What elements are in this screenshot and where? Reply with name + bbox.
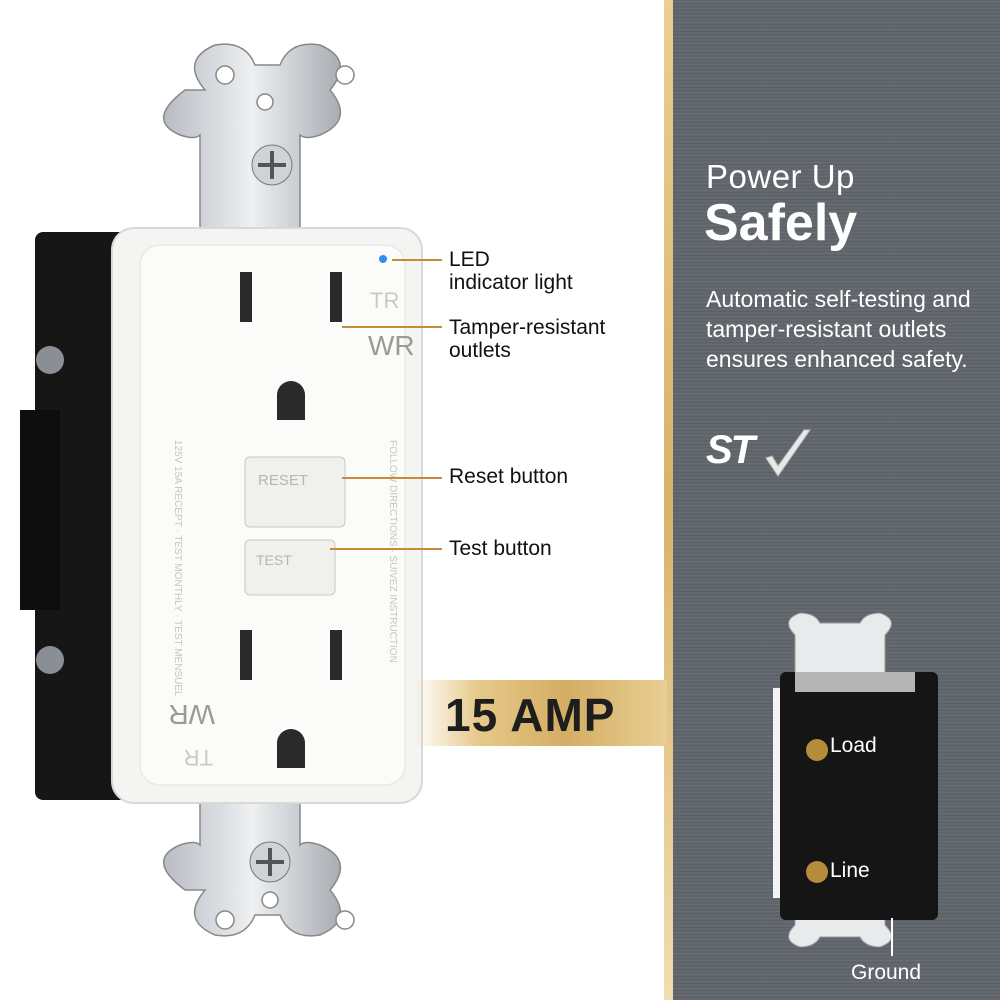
gfci-outlet-image: TR WR WR TR RESET TEST 125V 15A RECEPT ·… — [20, 43, 423, 937]
screw-icon — [249, 841, 291, 883]
callout-line — [342, 477, 442, 479]
description: Automatic self-testing and tamper-resist… — [706, 286, 971, 372]
callout-line — [342, 326, 442, 328]
test-button — [244, 539, 336, 596]
label-load: Load — [830, 734, 877, 757]
svg-text:WR: WR — [168, 699, 215, 730]
ground-pointer — [891, 918, 893, 956]
callout-line — [330, 548, 442, 550]
headline-line1: Power Up — [706, 158, 855, 195]
st-logo: ST — [706, 428, 811, 480]
amp-banner: 15 AMP — [415, 680, 667, 746]
svg-text:TEST: TEST — [256, 552, 292, 568]
callout-test: Test button — [449, 537, 552, 560]
svg-text:TR: TR — [184, 745, 213, 770]
label-ground: Ground — [851, 961, 922, 984]
screw-icon — [251, 144, 293, 186]
label-line: Line — [830, 859, 870, 882]
svg-text:TR: TR — [370, 288, 399, 313]
callout-line — [392, 259, 442, 261]
headline-line2: Safely — [704, 194, 858, 252]
gold-stripe — [664, 0, 673, 1000]
outlet-slots — [240, 272, 342, 768]
checkmark-icon — [765, 429, 811, 477]
led-indicator — [379, 255, 387, 263]
callout-reset: Reset button — [449, 465, 569, 488]
mounting-strap — [162, 43, 355, 937]
svg-text:125V 15A RECEPT · TEST MONTHLY: 125V 15A RECEPT · TEST MONTHLY · TEST ME… — [172, 440, 183, 697]
svg-text:WR: WR — [368, 330, 415, 361]
outlet-back-image — [773, 612, 938, 948]
reset-button — [244, 456, 346, 528]
svg-text:RESET: RESET — [258, 472, 308, 489]
svg-text:FOLLOW DIRECTIONS · SUIVEZ INS: FOLLOW DIRECTIONS · SUIVEZ INSTRUCTION — [387, 440, 398, 663]
